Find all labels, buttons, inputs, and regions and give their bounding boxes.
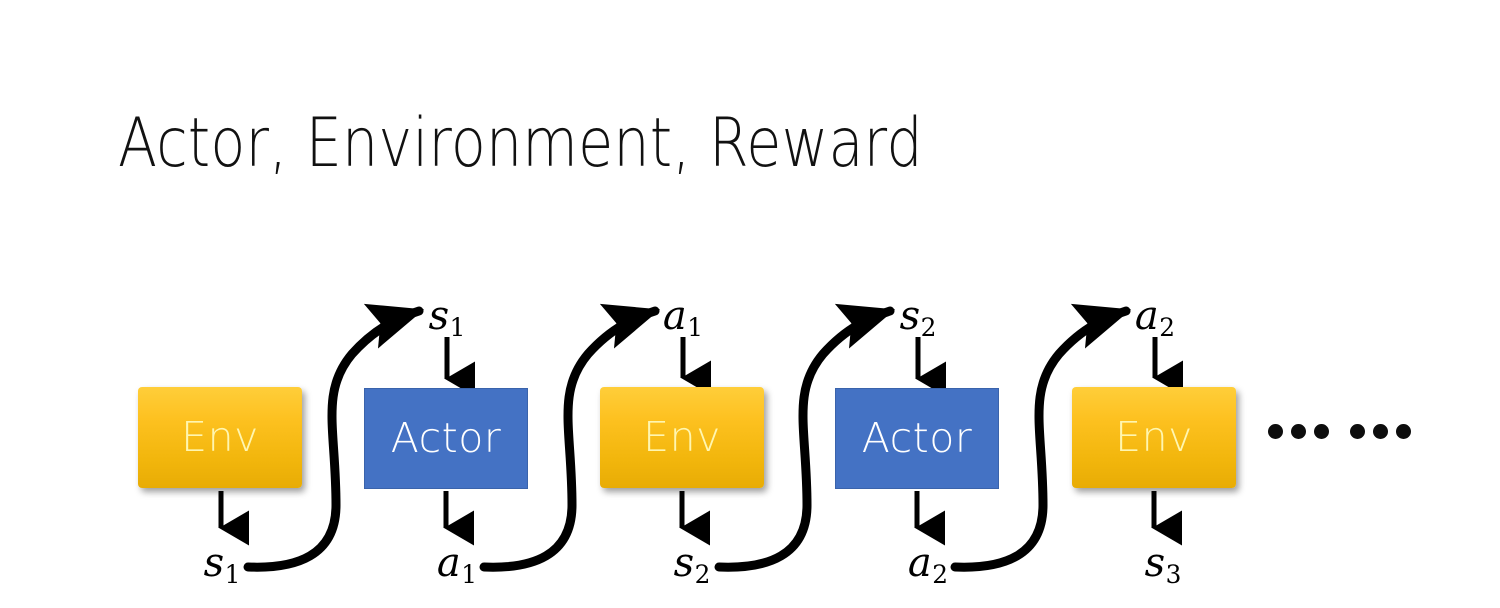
- ellipsis-dot: [1350, 424, 1365, 439]
- env-box-2-label: Env: [643, 413, 721, 461]
- page-title: Actor, Environment, Reward: [118, 104, 923, 183]
- state-label-s1-bottom: s1: [204, 543, 241, 588]
- action-label-a1-top-sub: 1: [687, 313, 704, 343]
- action-label-a2-bottom-sub: 2: [932, 560, 949, 590]
- action-label-a2-top: a2: [1135, 296, 1175, 341]
- state-label-s3-bottom-sub: 3: [1165, 560, 1182, 590]
- env-box-3[interactable]: Env: [1072, 387, 1236, 488]
- state-label-s1-bottom-sub: 1: [224, 560, 241, 590]
- ellipsis-dot: [1373, 424, 1388, 439]
- state-label-s2-bottom: s2: [674, 543, 711, 588]
- action-label-a2-bottom: a2: [908, 543, 948, 588]
- action-label-a1-bottom: a1: [437, 543, 477, 588]
- state-label-s2-bottom-sub: 2: [694, 560, 711, 590]
- state-label-s1-top: s1: [429, 296, 466, 341]
- env-box-1[interactable]: Env: [138, 387, 302, 488]
- action-label-a1-top: a1: [663, 296, 703, 341]
- ellipsis-dot: [1268, 424, 1283, 439]
- action-label-a2-bottom-base: a: [907, 540, 932, 586]
- actor-box-1-label: Actor: [390, 414, 502, 462]
- state-label-s1-top-base: s: [428, 293, 450, 339]
- ellipsis-continuation: [1268, 424, 1411, 439]
- action-label-a1-bottom-base: a: [436, 540, 461, 586]
- env-box-1-label: Env: [181, 413, 259, 461]
- ellipsis-dot: [1396, 424, 1411, 439]
- action-label-a2-top-sub: 2: [1159, 313, 1176, 343]
- actor-box-2-label: Actor: [861, 414, 973, 462]
- down-arrow-group-into-boxes: [444, 337, 1183, 397]
- down-arrow-group-out-of-boxes: [218, 491, 1182, 546]
- state-label-s1-top-sub: 1: [449, 313, 466, 343]
- actor-box-1[interactable]: Actor: [364, 388, 528, 489]
- env-box-3-label: Env: [1115, 413, 1193, 461]
- state-label-s2-top-base: s: [899, 293, 921, 339]
- state-label-s2-bottom-base: s: [673, 540, 695, 586]
- action-label-a1-bottom-sub: 1: [461, 560, 478, 590]
- ellipsis-dot: [1314, 424, 1329, 439]
- actor-box-2[interactable]: Actor: [835, 388, 999, 489]
- env-box-2[interactable]: Env: [600, 387, 764, 488]
- state-label-s3-bottom: s3: [1145, 543, 1182, 588]
- state-label-s2-top-sub: 2: [920, 313, 937, 343]
- ellipsis-dot: [1291, 424, 1306, 439]
- state-label-s1-bottom-base: s: [203, 540, 225, 586]
- state-label-s2-top: s2: [900, 296, 937, 341]
- action-label-a1-top-base: a: [662, 293, 687, 339]
- state-label-s3-bottom-base: s: [1144, 540, 1166, 586]
- action-label-a2-top-base: a: [1134, 293, 1159, 339]
